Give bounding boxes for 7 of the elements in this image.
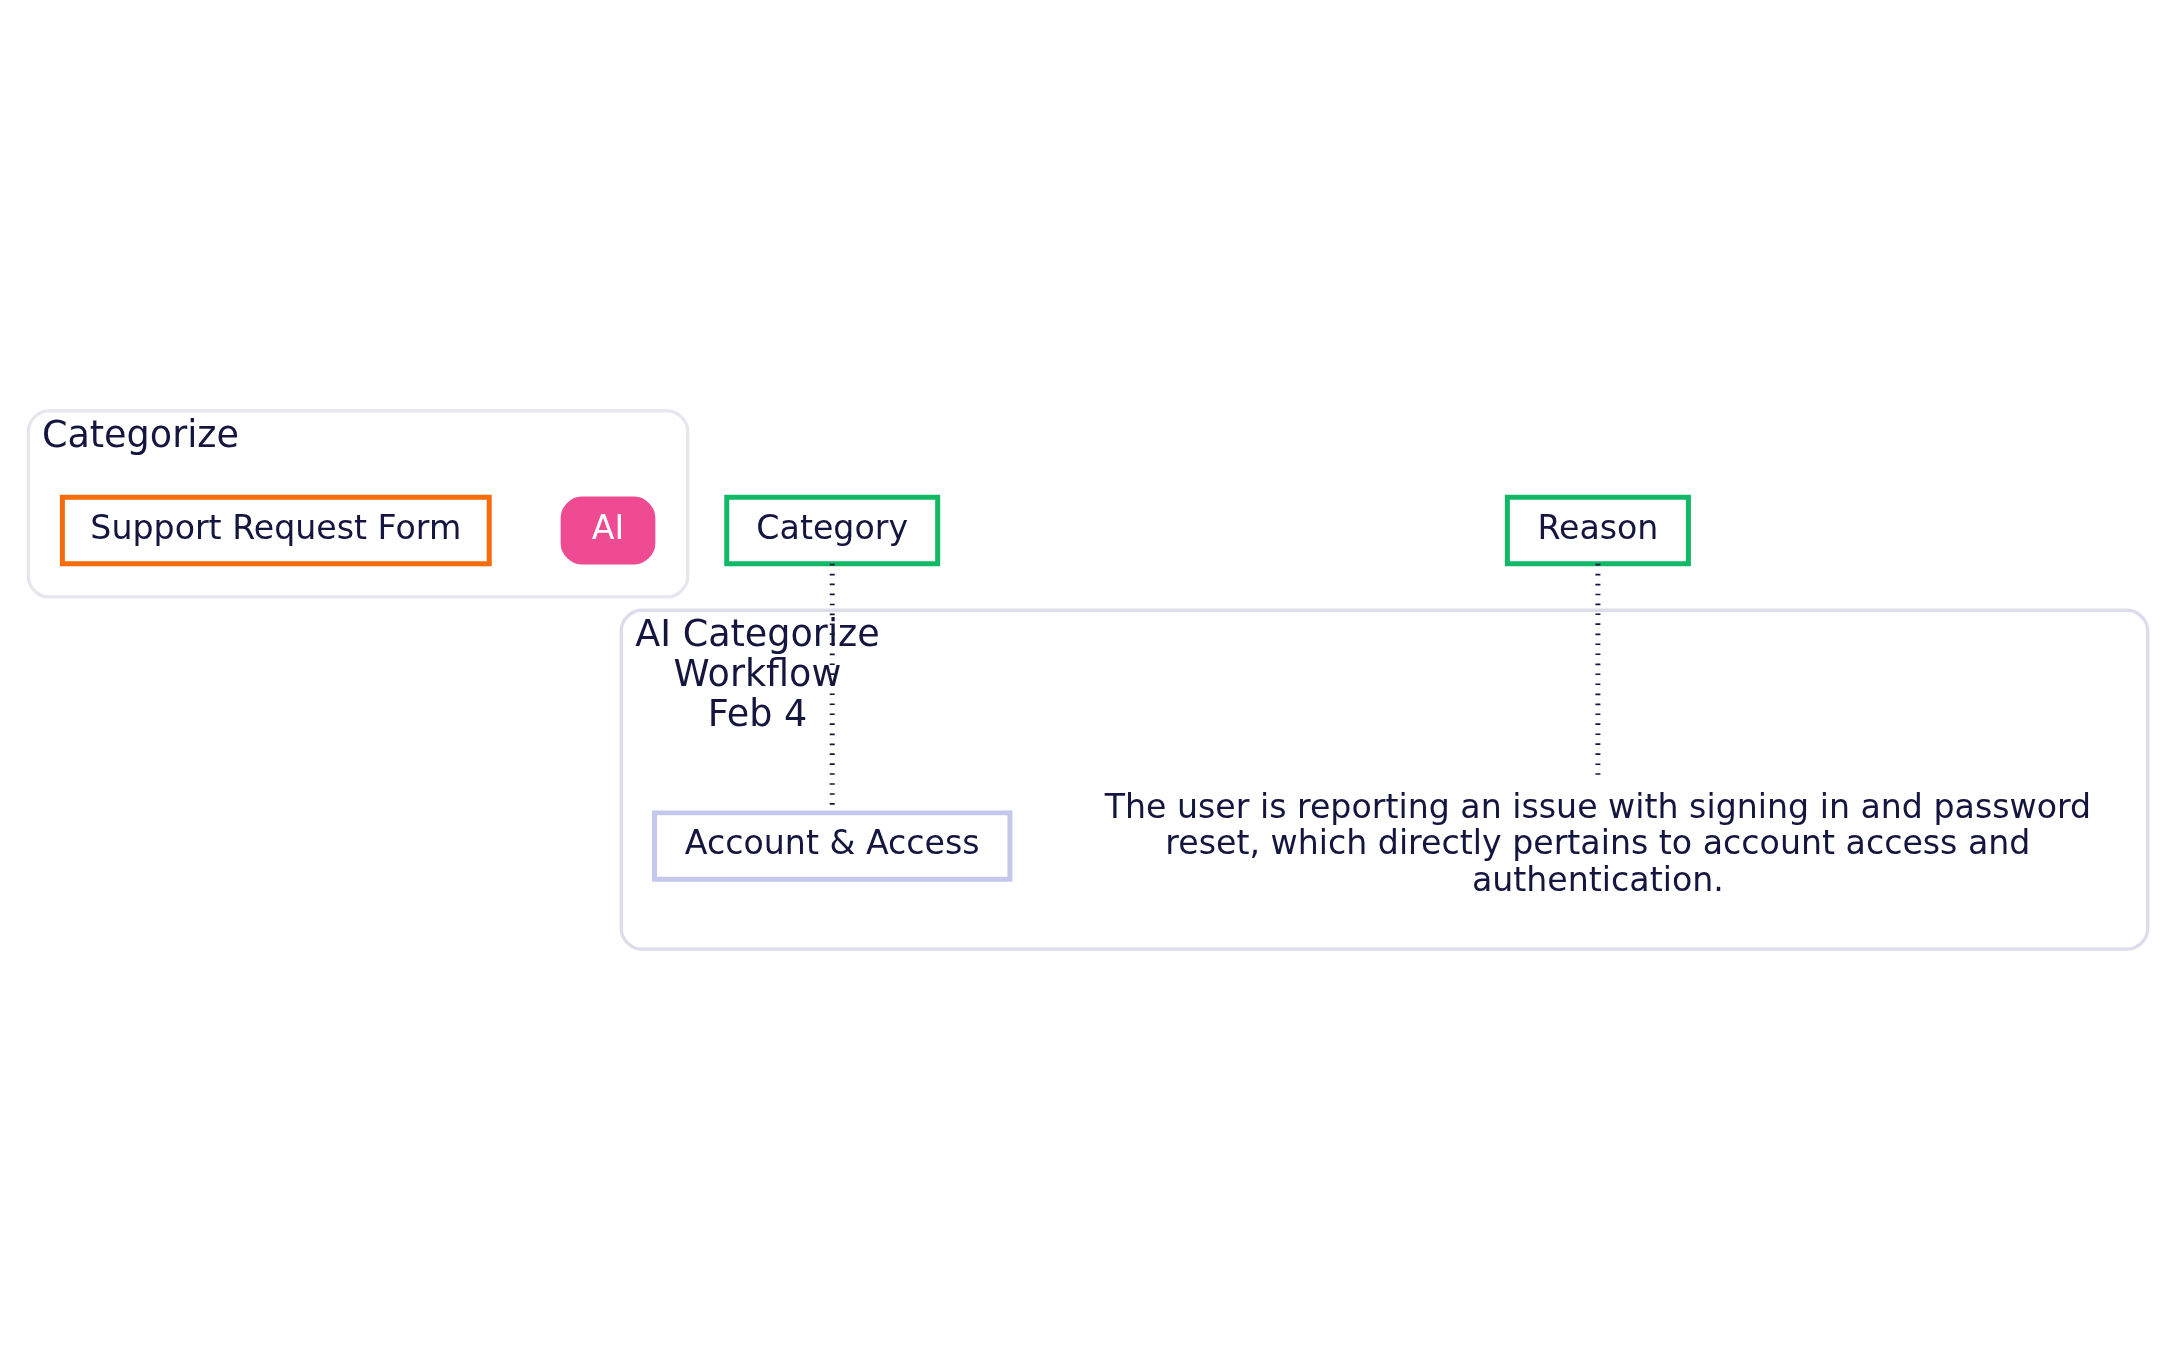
node-box: Category bbox=[724, 494, 941, 567]
node-text: The user is reporting an issue with signing in and password reset, which directly pertains to account access and authentication. bbox=[1104, 786, 2092, 899]
node-box: Reason bbox=[1504, 494, 1691, 567]
node-box: Support Request Form bbox=[59, 494, 492, 567]
node-box: Account & Access bbox=[652, 810, 1013, 882]
connector bbox=[1595, 563, 1601, 776]
node-box: AI bbox=[560, 496, 656, 565]
